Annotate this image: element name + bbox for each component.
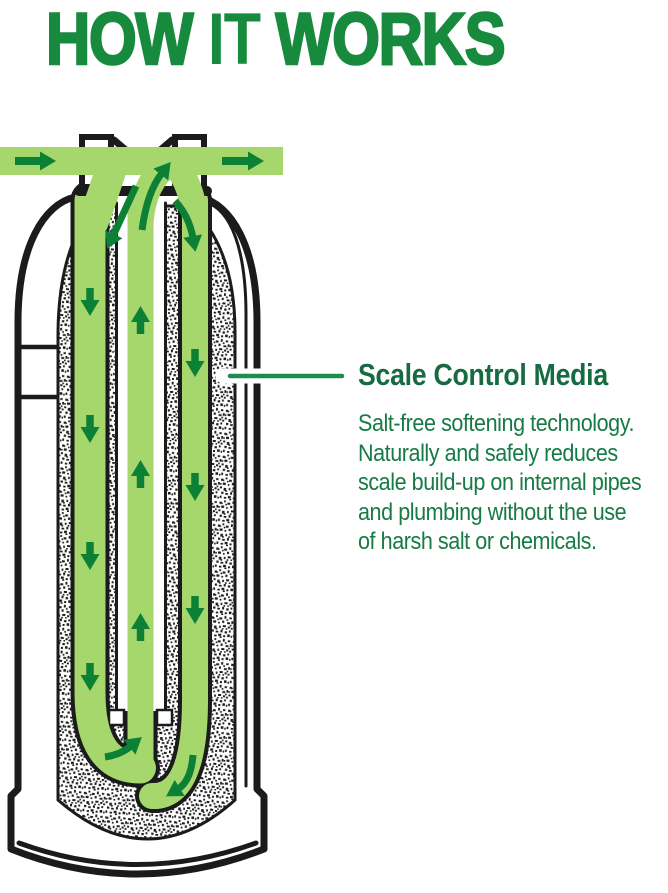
callout: Scale Control Media Salt-free softening … bbox=[358, 357, 668, 557]
tank-outline bbox=[7, 193, 268, 878]
callout-body-line: of harsh salt or chemicals. bbox=[358, 528, 597, 556]
page-title: HOW IT WORKS bbox=[45, 2, 507, 78]
callout-body-line: Salt-free softening technology. bbox=[358, 410, 635, 437]
flow-arrow-curved-icon bbox=[105, 184, 140, 249]
flow-arrow-curved-icon bbox=[172, 198, 202, 252]
title-segment-it: IT bbox=[207, 0, 261, 80]
title-segment-how: HOW bbox=[45, 0, 208, 80]
tank-inner-liner bbox=[203, 200, 248, 788]
callout-body-line: scale build-up on internal pipes bbox=[358, 469, 642, 497]
title-segment-works: WORKS bbox=[259, 0, 507, 80]
riser-foot-right bbox=[155, 708, 174, 727]
flow-arrow-curved-icon bbox=[138, 162, 171, 231]
callout-body-line: Naturally and safely reduces bbox=[358, 439, 618, 467]
callout-body-line: and plumbing without the use bbox=[358, 498, 627, 526]
tank-base-lip bbox=[16, 840, 259, 867]
callout-body: Salt-free softening technology. Naturall… bbox=[358, 409, 642, 557]
flow-arrows bbox=[15, 151, 264, 797]
riser-foot-left bbox=[107, 708, 126, 727]
callout-heading: Scale Control Media bbox=[358, 357, 608, 392]
flow-arrow-curved-icon bbox=[166, 754, 197, 797]
water-flow-path bbox=[74, 184, 208, 809]
flow-arrow-curved-icon bbox=[104, 737, 142, 761]
